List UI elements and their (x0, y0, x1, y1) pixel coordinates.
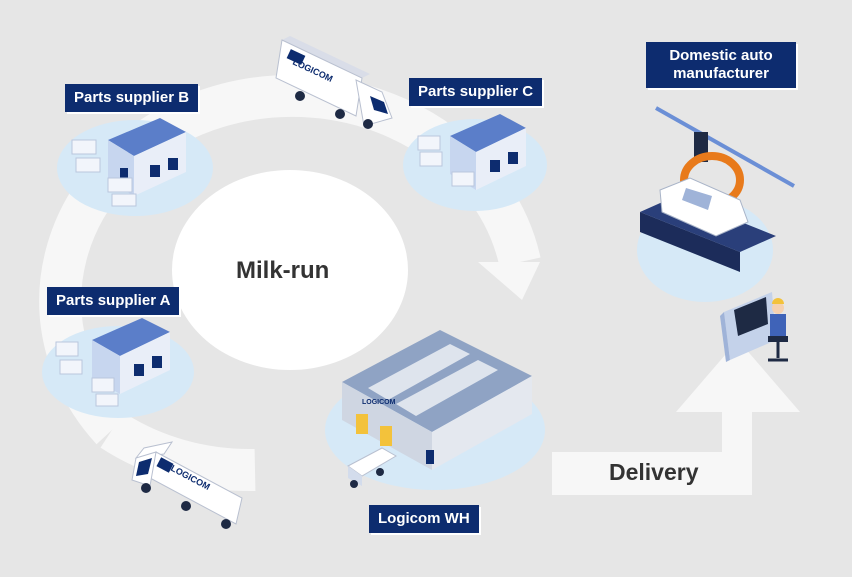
supplier-b-factory-icon (71, 118, 186, 207)
warehouse-logo: LOGICOM (362, 399, 396, 406)
manufacturer-assembly-icon (640, 106, 795, 272)
operator-workstation-icon (720, 292, 788, 362)
milk-run-title: Milk-run (236, 257, 330, 284)
delivery-title: Delivery (609, 459, 699, 485)
supplier-a-factory-icon (55, 318, 170, 407)
label-warehouse: Logicom WH (369, 505, 479, 533)
label-manufacturer: Domestic auto manufacturer (646, 42, 796, 88)
label-supplier-b: Parts supplier B (65, 84, 199, 112)
warehouse-icon: LOGICOM (342, 330, 532, 488)
label-supplier-c: Parts supplier C (409, 78, 543, 106)
label-supplier-a: Parts supplier A (47, 287, 180, 315)
supplier-c-factory-icon (417, 114, 526, 190)
truck-top-icon: LOGICOM (275, 36, 393, 129)
delivery-arrow (552, 340, 800, 495)
loop-arrowhead (478, 262, 540, 300)
milk-run-center-circle (172, 170, 408, 370)
